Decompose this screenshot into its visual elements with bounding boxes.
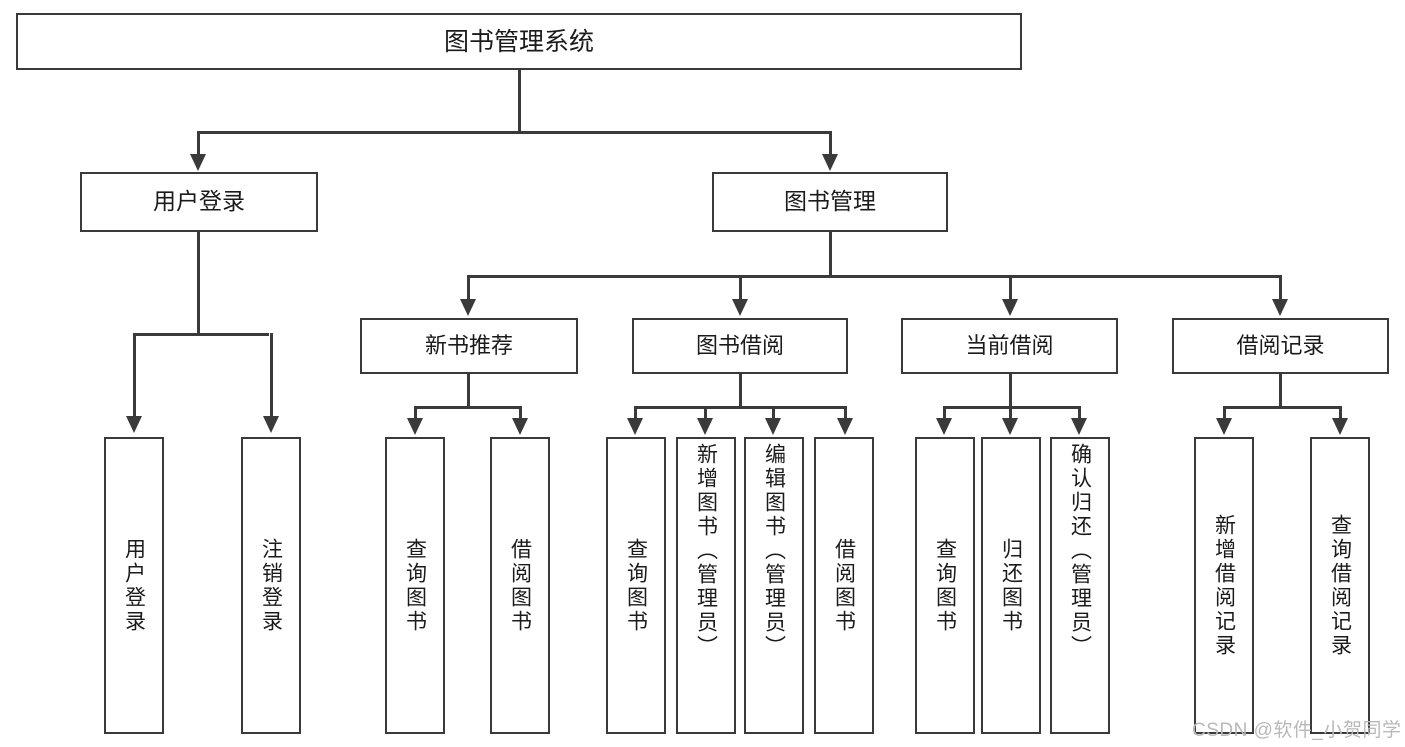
node-label: 注销登录 (259, 537, 283, 634)
connector-new-book-recommend-stem (467, 374, 470, 408)
connector-user-login-bus (133, 333, 269, 336)
arrowhead-current-borrow (1002, 299, 1018, 316)
node-label: 当前借阅 (965, 332, 1054, 358)
node-root-book-management-system[interactable]: 图书管理系统 (16, 13, 1022, 70)
connector-current-borrow-stem (1009, 374, 1012, 408)
node-label: 借阅图书 (832, 537, 856, 634)
connector-book-management-stem (829, 232, 832, 277)
connector-to-leaf-user-login (133, 333, 136, 418)
arrowhead-leaf-add-record (1216, 418, 1232, 435)
leaf-query-book-3[interactable]: 查询图书 (915, 437, 975, 734)
leaf-query-book-1[interactable]: 查询图书 (385, 437, 445, 734)
connector-to-user-login (197, 131, 200, 156)
connector-to-leaf-edit-book (772, 406, 775, 420)
arrowhead-leaf-borrow-book-2 (837, 418, 853, 435)
arrowhead-leaf-return-book (1002, 418, 1018, 435)
watermark-text: CSDN @软件_小贺同学 (1192, 720, 1402, 741)
connector-book-borrow-bus (634, 406, 846, 409)
node-borrow-record[interactable]: 借阅记录 (1172, 318, 1389, 374)
arrowhead-leaf-query-book-3 (936, 418, 952, 435)
leaf-logout-login[interactable]: 注销登录 (241, 437, 301, 734)
arrowhead-book-management (822, 154, 838, 171)
connector-root-stem (518, 70, 521, 133)
connector-to-leaf-query-record (1339, 406, 1342, 420)
node-label: 编辑图书（管理员） (762, 443, 786, 659)
node-label: 新增图书（管理员） (694, 443, 718, 659)
node-current-borrow[interactable]: 当前借阅 (901, 318, 1118, 374)
connector-to-leaf-query-book-2 (634, 406, 637, 420)
leaf-user-login[interactable]: 用户登录 (104, 437, 164, 734)
arrowhead-leaf-confirm-return (1071, 418, 1087, 435)
leaf-add-record[interactable]: 新增借阅记录 (1194, 437, 1254, 734)
connector-to-leaf-logout-login (270, 333, 273, 418)
node-label: 借阅图书 (508, 537, 532, 634)
arrowhead-leaf-query-record (1332, 418, 1348, 435)
node-label: 查询图书 (403, 537, 427, 634)
connector-root-bus (197, 131, 831, 134)
leaf-confirm-return[interactable]: 确认归还（管理员） (1050, 437, 1110, 734)
node-label: 用户登录 (122, 537, 146, 634)
connector-to-leaf-borrow-book-1 (519, 406, 522, 420)
arrowhead-leaf-borrow-book-1 (512, 418, 528, 435)
leaf-add-book[interactable]: 新增图书（管理员） (676, 437, 736, 734)
node-label: 查询图书 (933, 537, 957, 634)
connector-to-leaf-query-book-3 (943, 406, 946, 420)
connector-to-leaf-query-book-1 (414, 406, 417, 420)
connector-to-new-book-recommend (467, 275, 470, 301)
arrowhead-new-book-recommend (460, 299, 476, 316)
node-label: 新增借阅记录 (1212, 513, 1236, 658)
leaf-query-book-2[interactable]: 查询图书 (606, 437, 666, 734)
node-label: 查询图书 (624, 537, 648, 634)
node-label: 新书推荐 (424, 332, 513, 358)
connector-current-borrow-bus (943, 406, 1080, 409)
connector-to-current-borrow (1009, 275, 1012, 301)
node-label: 确认归还（管理员） (1068, 443, 1092, 659)
leaf-borrow-book-2[interactable]: 借阅图书 (814, 437, 874, 734)
connector-to-book-management (829, 131, 832, 156)
connector-user-login-stem (197, 232, 200, 335)
node-label: 查询借阅记录 (1328, 513, 1352, 658)
arrowhead-leaf-logout-login (263, 416, 279, 433)
arrowhead-leaf-add-book (697, 418, 713, 435)
arrowhead-leaf-edit-book (765, 418, 781, 435)
leaf-borrow-book-1[interactable]: 借阅图书 (490, 437, 550, 734)
leaf-edit-book[interactable]: 编辑图书（管理员） (744, 437, 804, 734)
connector-borrow-record-stem (1279, 374, 1282, 408)
connector-to-leaf-borrow-book-2 (844, 406, 847, 420)
connector-level2-bus (467, 275, 1281, 278)
arrowhead-book-borrow (732, 299, 748, 316)
node-label: 归还图书 (999, 537, 1023, 634)
node-label: 用户登录 (153, 188, 245, 215)
arrowhead-leaf-query-book-2 (627, 418, 643, 435)
connector-new-book-recommend-bus (414, 406, 521, 409)
connector-to-leaf-confirm-return (1078, 406, 1081, 420)
arrowhead-user-login (190, 154, 206, 171)
leaf-return-book[interactable]: 归还图书 (981, 437, 1041, 734)
node-label: 借阅记录 (1236, 332, 1325, 358)
arrowhead-leaf-user-login (126, 416, 142, 433)
connector-to-leaf-add-record (1223, 406, 1226, 420)
node-label: 图书管理系统 (443, 27, 594, 56)
node-label: 图书借阅 (695, 332, 784, 358)
connector-to-leaf-return-book (1009, 406, 1012, 420)
node-book-borrow[interactable]: 图书借阅 (632, 318, 848, 374)
arrowhead-leaf-query-book-1 (407, 418, 423, 435)
node-new-book-recommend[interactable]: 新书推荐 (360, 318, 578, 374)
connector-to-leaf-add-book (704, 406, 707, 420)
leaf-query-record[interactable]: 查询借阅记录 (1310, 437, 1370, 734)
connector-to-borrow-record (1279, 275, 1282, 301)
connector-book-borrow-stem (739, 374, 742, 408)
node-user-login[interactable]: 用户登录 (80, 172, 318, 232)
arrowhead-borrow-record (1272, 299, 1288, 316)
node-label: 图书管理 (784, 188, 876, 215)
connector-to-book-borrow (739, 275, 742, 301)
node-book-management[interactable]: 图书管理 (712, 172, 948, 232)
connector-borrow-record-bus (1223, 406, 1341, 409)
